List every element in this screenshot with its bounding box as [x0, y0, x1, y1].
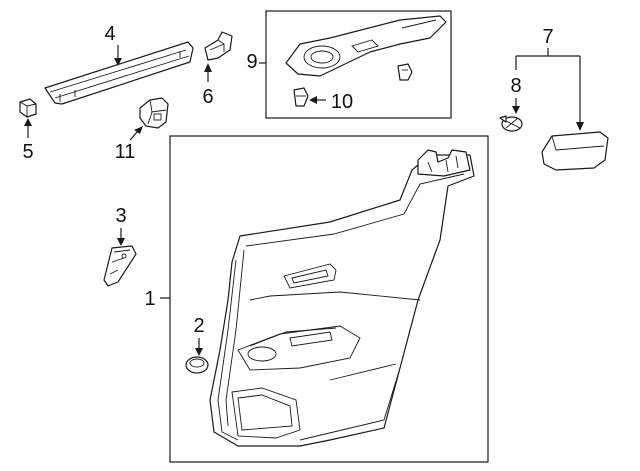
- callout-6: 6: [202, 86, 213, 108]
- leader-2: [195, 338, 203, 356]
- callout-2: 2: [193, 315, 204, 337]
- part-3-handle-bracket: [103, 245, 137, 287]
- leader-8: [512, 98, 520, 114]
- part-2-plug: [185, 356, 209, 374]
- leader-3: [117, 228, 125, 246]
- callout-11: 11: [115, 141, 136, 163]
- callout-1: 1: [144, 288, 155, 310]
- part-8-push-clip: [499, 115, 523, 132]
- part-7-armrest: [541, 131, 609, 171]
- callout-8: 8: [510, 75, 521, 97]
- group-box-1: [169, 135, 489, 463]
- callout-3: 3: [115, 205, 126, 227]
- callout-9: 9: [246, 51, 257, 73]
- callout-10: 10: [331, 91, 353, 113]
- callout-5: 5: [22, 141, 33, 163]
- group-box-9: [265, 10, 452, 119]
- part-6-bracket: [204, 31, 233, 61]
- leader-10: [309, 96, 326, 104]
- part-9-clip: [397, 63, 413, 81]
- part-10-clip: [293, 87, 309, 107]
- part-1-door-trim-panel: [209, 149, 475, 447]
- part-9-handle-bezel: [285, 15, 447, 77]
- callout-4: 4: [104, 23, 115, 45]
- callout-7: 7: [542, 26, 553, 48]
- part-4-belt-molding: [44, 41, 194, 105]
- leader-11: [129, 126, 143, 141]
- part-11-switch-bracket: [139, 97, 169, 129]
- leader-7: [515, 48, 584, 131]
- part-5-clip: [19, 98, 37, 118]
- leader-4: [114, 45, 122, 66]
- leader-5: [24, 118, 32, 138]
- leader-6: [204, 63, 212, 82]
